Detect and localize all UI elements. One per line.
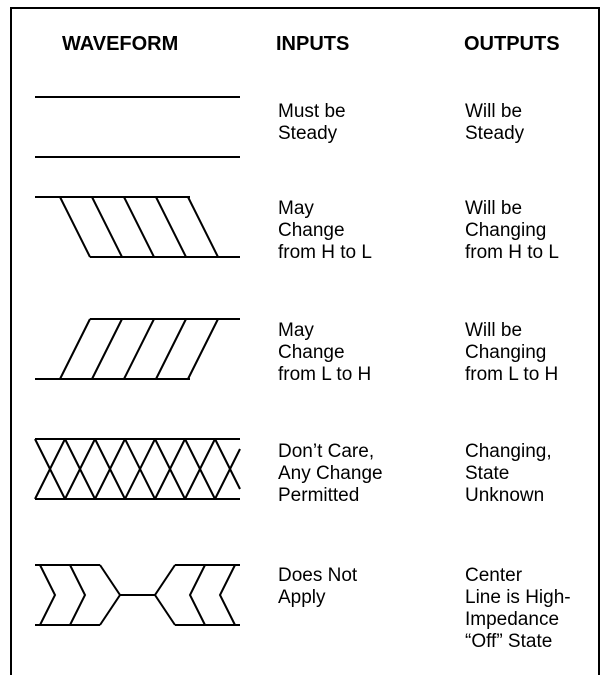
high-to-low-waveform-icon [30,192,245,262]
header-outputs: OUTPUTS [464,33,560,55]
header-inputs: INPUTS [276,33,350,55]
row-2-output: Will be Changing from H to L [465,198,559,263]
high-impedance-waveform-icon [30,560,245,630]
row-3-input: May Change from L to H [278,320,372,385]
row-4-input: Don’t Care, Any Change Permitted [278,441,383,506]
row-5-input: Does Not Apply [278,565,358,608]
row-2-input: May Change from H to L [278,198,372,263]
row-5-output: Center Line is High- Impedance “Off” Sta… [465,565,571,652]
header-waveform: WAVEFORM [62,33,179,55]
row-1-input: Must be Steady [278,101,346,144]
dont-care-waveform-icon [30,434,245,504]
row-4-output: Changing, State Unknown [465,441,552,506]
steady-waveform-icon [30,92,245,162]
low-to-high-waveform-icon [30,314,245,384]
row-3-output: Will be Changing from L to H [465,320,559,385]
row-1-output: Will be Steady [465,101,525,144]
waveform-legend-frame [10,7,600,675]
